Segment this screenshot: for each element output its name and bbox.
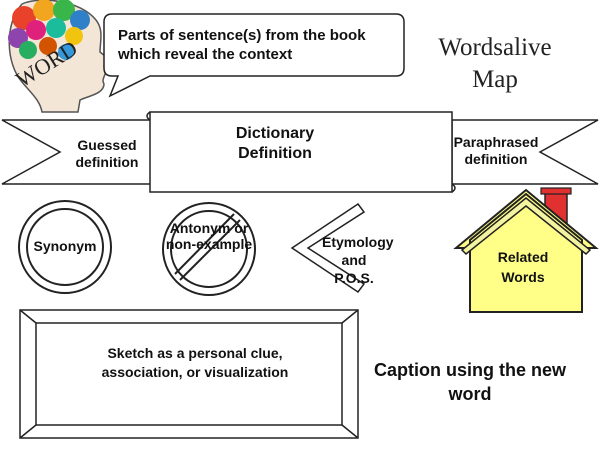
related-words-label: Related Words — [497, 249, 549, 285]
context-callout-box — [103, 13, 405, 98]
related-words-house — [453, 187, 599, 313]
antonym-no-sign — [162, 202, 256, 296]
antonym-label: Antonym or non-example — [165, 220, 253, 252]
context-text: Parts of sentence(s) from the book which… — [118, 27, 366, 63]
etymology-chevron — [290, 202, 366, 294]
brain-head-logo: WORD — [8, 0, 112, 113]
title-line-1: Wordsalive — [438, 34, 552, 61]
map-title: Wordsalive Map — [420, 32, 570, 96]
caption-label: Caption using the new word — [374, 360, 566, 404]
title-line-2: Map — [472, 66, 518, 93]
etymology-label: Etymology and P.O.S. — [322, 234, 394, 286]
guessed-definition-label: Guessed definition — [75, 137, 139, 170]
sketch-frame — [19, 309, 359, 439]
dictionary-definition-label: Dictionary Definition — [235, 125, 315, 162]
synonym-label: Synonym — [33, 238, 97, 254]
sketch-label: Sketch as a personal clue, association, … — [101, 345, 289, 380]
synonym-circle — [18, 200, 112, 294]
definition-banner — [1, 111, 599, 193]
paraphrased-definition-label: Paraphrased definition — [453, 134, 539, 167]
